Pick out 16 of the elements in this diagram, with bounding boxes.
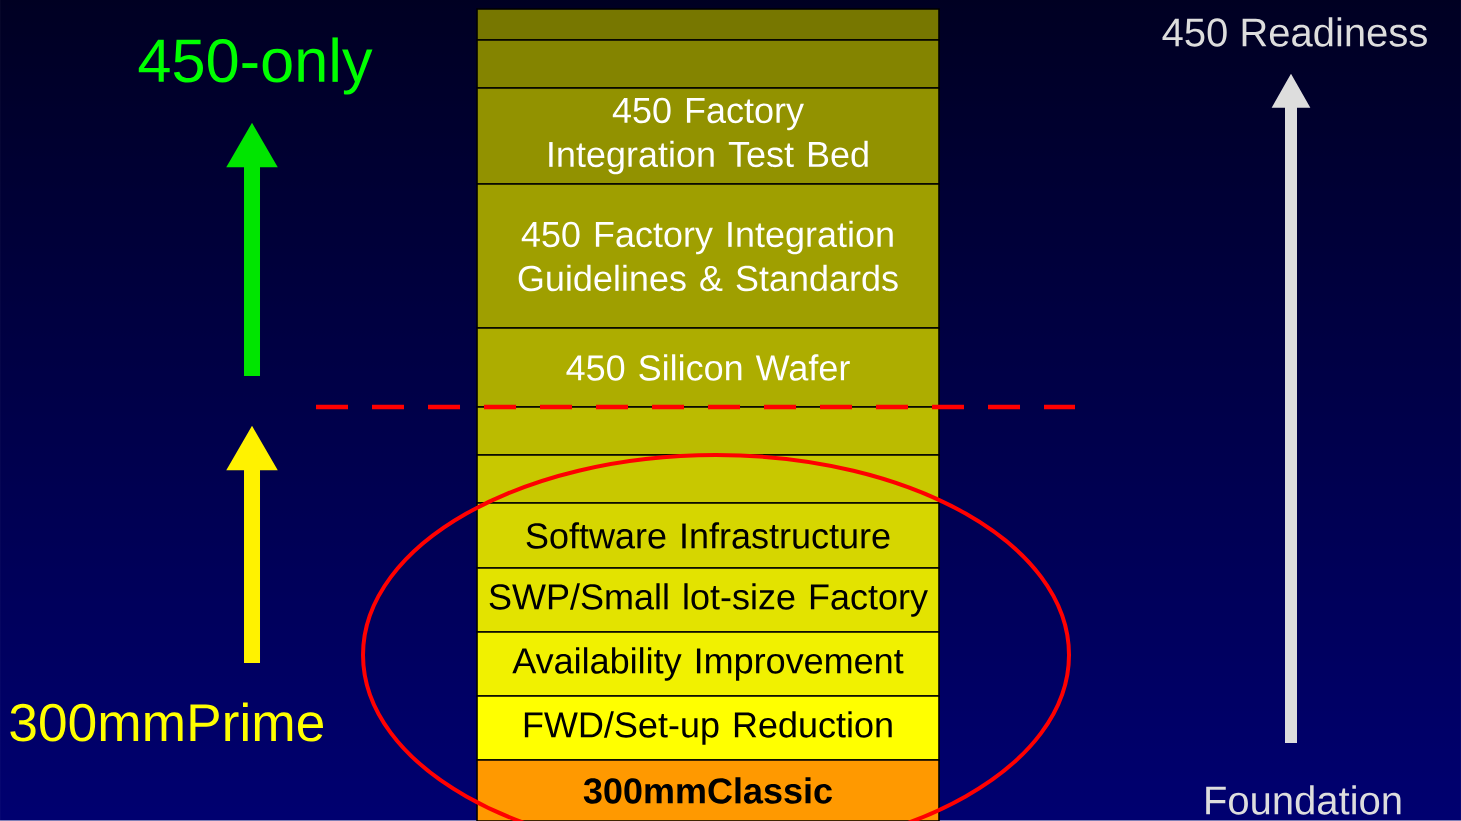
- label: 450 Readiness: [1162, 17, 1427, 47]
- empty-band: [476, 39, 940, 89]
- band: SWP/Small lot-size Factory: [476, 567, 940, 633]
- empty-band: [476, 406, 940, 456]
- band: 300mmClassic: [476, 759, 940, 821]
- empty-band: [476, 8, 940, 41]
- empty-band: [476, 454, 940, 504]
- label: 300mmPrime: [10, 702, 323, 742]
- band: 450 Factory Integration Guidelines & Standards: [476, 183, 940, 329]
- band: Availability Improvement: [476, 631, 940, 697]
- band: Software Infrastructure: [476, 502, 940, 569]
- label: Foundation: [1206, 785, 1401, 815]
- band: FWD/Set-up Reduction: [476, 695, 940, 761]
- band: 450 Silicon Wafer: [476, 327, 940, 408]
- label: 450-only: [138, 37, 373, 95]
- band: 450 Factory Integration Test Bed: [476, 87, 940, 185]
